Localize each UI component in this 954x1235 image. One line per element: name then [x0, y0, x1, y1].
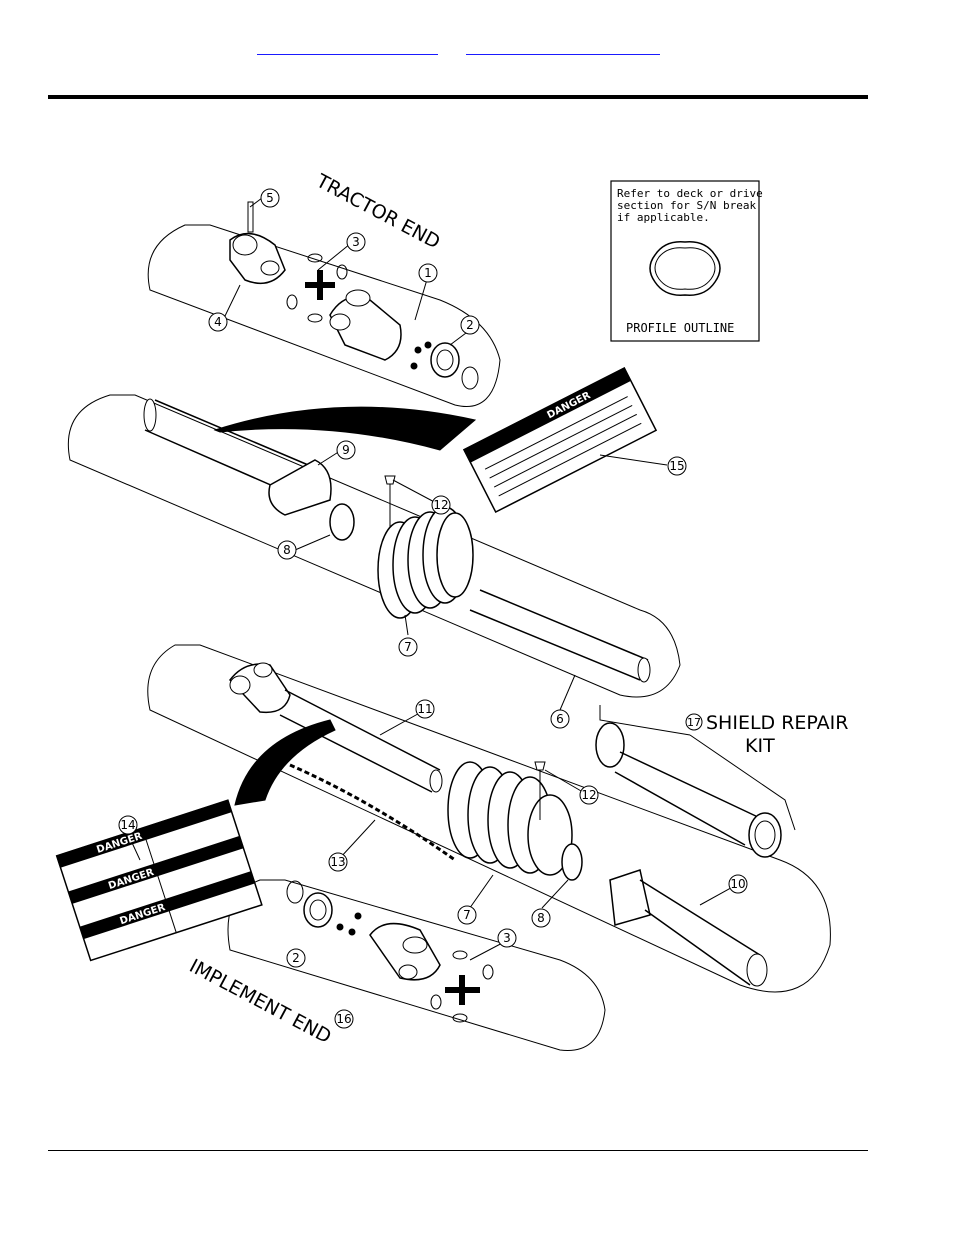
callout-9: 9	[342, 443, 350, 457]
callout-5: 5	[266, 191, 274, 205]
footer-rule	[48, 1150, 868, 1151]
outer-bellows-shape	[378, 507, 473, 618]
callout-11: 11	[417, 702, 432, 716]
callout-2-lower: 2	[292, 951, 300, 965]
shield-repair-kit-label-line2: KIT	[745, 735, 775, 757]
callout-15: 15	[669, 459, 684, 473]
note-line-3: if applicable.	[617, 211, 710, 224]
callout-17: 17	[687, 716, 701, 729]
callout-8-upper: 8	[283, 543, 291, 557]
callout-3-lower: 3	[503, 931, 511, 945]
callout-8-lower: 8	[537, 911, 545, 925]
callout-12-upper: 12	[433, 498, 448, 512]
callout-16: 16	[336, 1012, 351, 1026]
lower-cross-journal-shape	[445, 975, 480, 1005]
callout-6: 6	[556, 712, 564, 726]
callout-14: 14	[120, 818, 135, 832]
decal-placement-arrow-lower	[235, 720, 335, 805]
inner-shield-tube-shape	[640, 880, 760, 985]
callout-10: 10	[730, 877, 745, 891]
callout-1: 1	[424, 266, 432, 280]
outer-shaft-tube-shape	[470, 590, 648, 680]
callout-13: 13	[330, 855, 345, 869]
cross-journal-shape	[305, 270, 335, 300]
bearing-ring-shape	[330, 504, 354, 540]
implement-end-label: IMPLEMENT END	[186, 955, 335, 1048]
inner-shield-cone-shape	[610, 870, 650, 925]
callout-7-upper: 7	[404, 640, 412, 654]
tractor-yoke-group-outline	[148, 225, 500, 407]
danger-decal-lower-shape	[57, 800, 262, 960]
outer-shield-cone-shape	[269, 460, 331, 515]
shield-repair-kit-label-line1: SHIELD REPAIR	[706, 712, 848, 734]
inner-bellows-shape	[448, 762, 572, 875]
locking-collar-shape	[431, 343, 459, 377]
callout-2-upper: 2	[466, 318, 474, 332]
tractor-end-label: TRACTOR END	[312, 170, 444, 254]
lower-bearing-ring-shape	[562, 844, 582, 880]
callout-4: 4	[214, 315, 222, 329]
lower-snap-ring-shape	[287, 881, 303, 903]
callout-7-lower: 7	[463, 908, 471, 922]
callout-3-upper: 3	[352, 235, 360, 249]
lower-locking-collar-shape	[304, 893, 332, 927]
profile-outline-label: PROFILE OUTLINE	[626, 321, 734, 335]
callout-12-lower: 12	[581, 788, 596, 802]
snap-ring-shape	[462, 367, 478, 389]
